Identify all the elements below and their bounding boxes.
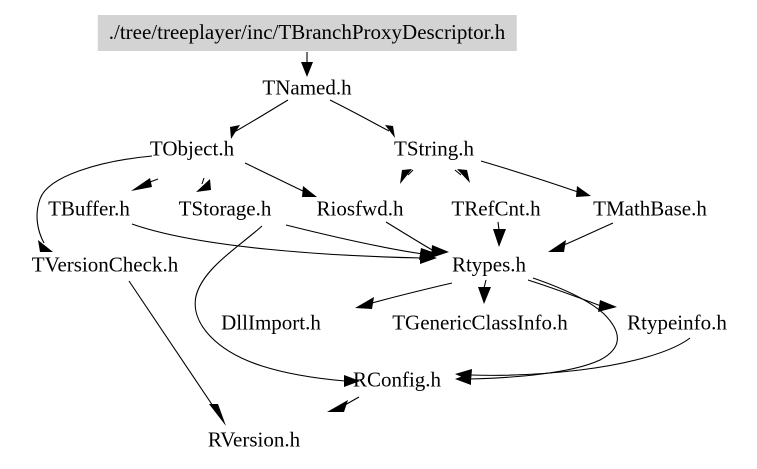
edge-tstorage-to-rtypes: [285, 224, 438, 260]
edge-tobject-to-tversioncheck: [36, 155, 153, 252]
node-trefcnt[interactable]: TRefCnt.h: [451, 196, 541, 221]
node-tstorage[interactable]: TStorage.h: [178, 196, 272, 221]
edge-tstring-to-trefcnt: [454, 169, 470, 183]
edge-tstorage-to-rconfig: [194, 225, 360, 387]
node-rconfig[interactable]: RConfig.h: [352, 367, 442, 392]
edge-rtypes-to-rtypeinfo: [527, 279, 617, 312]
edge-tobject-to-riosfwd: [244, 162, 317, 197]
node-rversion[interactable]: RVersion.h: [207, 427, 301, 452]
edge-rconfig-to-rversion: [327, 396, 360, 412]
edge-rtypeinfo-to-rconfig: [455, 337, 691, 381]
edge-tobject-to-tstorage: [196, 177, 211, 192]
edge-tstring-to-tmathbase: [480, 160, 591, 197]
edge-rtypes-to-tgenericclassinfo: [478, 279, 491, 304]
edge-tobject-to-tbuffer: [131, 178, 159, 191]
node-tversioncheck[interactable]: TVersionCheck.h: [31, 252, 179, 277]
edge-riosfwd-to-rtypes: [385, 221, 449, 258]
node-dllimport[interactable]: DllImport.h: [221, 310, 321, 335]
edge-root-to-tnamed: [301, 52, 313, 77]
node-rtypes[interactable]: Rtypes.h: [451, 252, 527, 277]
node-tmathbase[interactable]: TMathBase.h: [593, 196, 707, 221]
node-riosfwd[interactable]: Riosfwd.h: [316, 196, 404, 221]
edge-tmathbase-to-rtypes: [548, 222, 614, 252]
node-tgenericclassinfo[interactable]: TGenericClassInfo.h: [392, 310, 568, 335]
edge-tversioncheck-to-rversion: [128, 280, 226, 426]
edge-trefcnt-to-rtypes: [493, 221, 506, 247]
node-tstring[interactable]: TString.h: [394, 136, 474, 161]
edge-tnamed-to-tobject: [230, 99, 289, 139]
edge-tnamed-to-tstring: [329, 99, 395, 138]
node-tnamed[interactable]: TNamed.h: [262, 75, 352, 100]
edge-rtypes-to-dllimport: [355, 282, 453, 309]
edge-tstring-to-riosfwd: [400, 169, 414, 184]
node-tobject[interactable]: TObject.h: [149, 136, 235, 161]
node-root[interactable]: ./tree/treeplayer/inc/TBranchProxyDescri…: [97, 15, 517, 51]
node-tbuffer[interactable]: TBuffer.h: [48, 196, 130, 221]
node-rtypeinfo[interactable]: Rtypeinfo.h: [627, 310, 727, 335]
